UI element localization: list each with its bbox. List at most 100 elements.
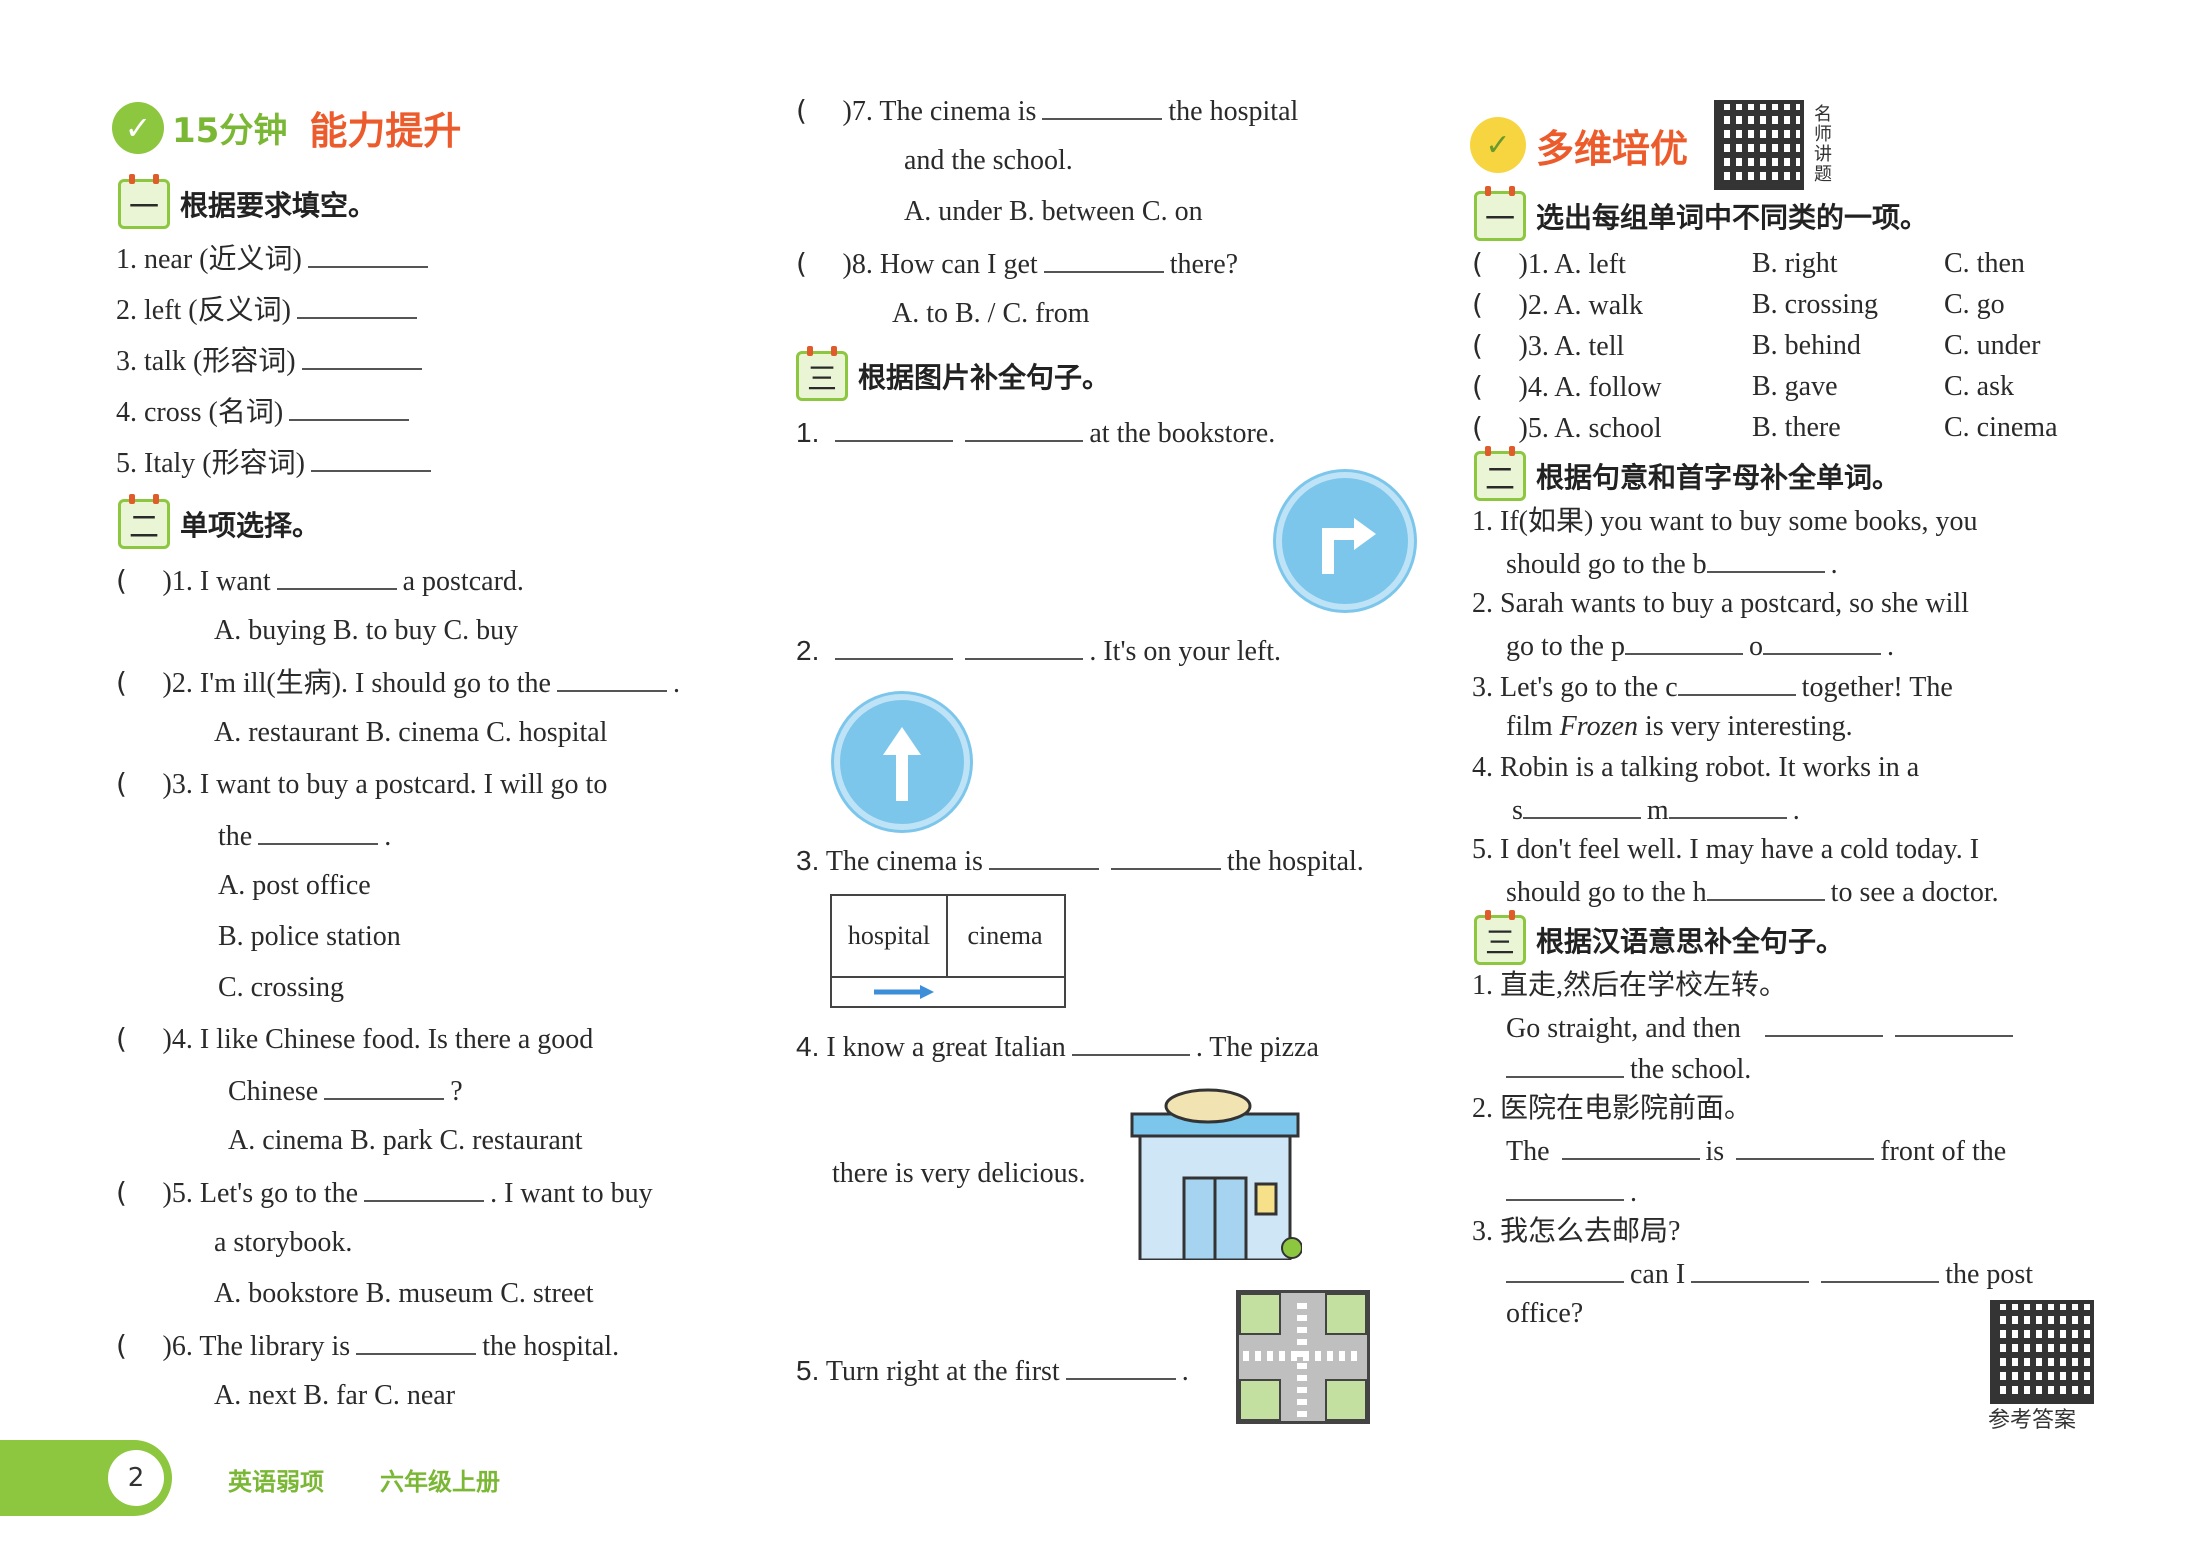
question-3-option-c: C. crossing xyxy=(218,972,344,1003)
section-1-header: 一 根据要求填空。 xyxy=(118,174,376,230)
section-number-icon: 一 xyxy=(118,174,170,229)
fill-letter-3-cont: film Frozen is very interesting. xyxy=(1506,711,1853,742)
answer-blank[interactable] xyxy=(276,562,397,590)
translate-3-cont2: office? xyxy=(1506,1298,1584,1329)
answer-blank[interactable] xyxy=(307,240,428,268)
pizza-shop-illustration xyxy=(1130,1088,1302,1260)
answer-blank[interactable] xyxy=(1691,1255,1810,1283)
list-item: ( )2. A. walk xyxy=(1472,288,1643,321)
question-2-options: A. restaurant B. cinema C. hospital xyxy=(214,717,608,748)
brand-minutes: 15分钟 xyxy=(172,111,288,151)
answer-blank[interactable] xyxy=(1668,791,1787,819)
answer-blank[interactable] xyxy=(965,414,1084,442)
answer-blank[interactable] xyxy=(1506,1050,1624,1078)
section-number-icon: 二 xyxy=(1474,446,1526,501)
footer-subject: 英语弱项 xyxy=(228,1468,324,1496)
question-1-options: A. buying B. to buy C. buy xyxy=(214,615,519,646)
section-brand-right: ✓ 多维培优 名 师 讲 题 xyxy=(1470,100,1832,190)
go-straight-sign-icon xyxy=(834,694,970,830)
section-3-header: 三 根据图片补全句子。 xyxy=(796,346,1110,402)
page-number: 2 xyxy=(108,1450,164,1506)
option-c: C. go xyxy=(1944,289,2005,320)
question-7-options: A. under B. between C. on xyxy=(904,196,1203,227)
fill-item: 3. talk (形容词) xyxy=(116,342,428,380)
answer-blank[interactable] xyxy=(296,291,417,319)
question-3-cont: the. xyxy=(218,817,391,855)
answer-blank[interactable] xyxy=(1706,873,1825,901)
answer-blank[interactable] xyxy=(1763,627,1881,655)
answer-blank[interactable] xyxy=(965,632,1084,660)
answer-blank[interactable] xyxy=(1821,1255,1940,1283)
answer-blank[interactable] xyxy=(356,1327,477,1355)
list-item: ( )4. A. follow xyxy=(1472,370,1662,403)
answer-blank[interactable] xyxy=(835,414,954,442)
answer-blank[interactable] xyxy=(1071,1028,1190,1056)
answer-blank[interactable] xyxy=(364,1174,485,1202)
answer-blank[interactable] xyxy=(1043,245,1164,273)
picture-item-2: 2.. It's on your left. xyxy=(796,632,1281,670)
fill-letter-5: 5. I don't feel well. I may have a cold … xyxy=(1472,834,1980,865)
section-number-icon: 二 xyxy=(118,494,170,549)
picture-item-5: 5. Turn right at the first. xyxy=(796,1352,1189,1390)
answer-blank[interactable] xyxy=(1736,1132,1875,1160)
answer-blank[interactable] xyxy=(289,393,410,421)
turn-right-sign-icon xyxy=(1276,472,1414,610)
answer-blank[interactable] xyxy=(324,1072,445,1100)
option-c: C. under xyxy=(1944,330,2041,361)
answer-blank[interactable] xyxy=(1110,842,1221,870)
fill-item: 5. Italy (形容词) xyxy=(116,444,437,482)
fill-letter-1: 1. If(如果) you want to buy some books, yo… xyxy=(1472,506,1978,537)
option-b: B. right xyxy=(1752,248,1838,279)
answer-blank[interactable] xyxy=(1522,791,1641,819)
picture-item-1: 1.at the bookstore. xyxy=(796,414,1275,452)
question-5-options: A. bookstore B. museum C. street xyxy=(214,1278,594,1309)
translate-2: 2. 医院在电影院前面。 xyxy=(1472,1093,1753,1124)
answer-blank[interactable] xyxy=(1042,92,1163,120)
answer-blank[interactable] xyxy=(1677,668,1796,696)
qr-code-top[interactable] xyxy=(1714,100,1805,190)
qr-code-answers[interactable] xyxy=(1990,1300,2094,1404)
option-b: B. behind xyxy=(1752,330,1861,361)
answer-blank[interactable] xyxy=(1561,1132,1700,1160)
option-c: C. ask xyxy=(1944,371,2014,402)
section-number-icon: 三 xyxy=(796,346,848,401)
answer-blank[interactable] xyxy=(1625,627,1743,655)
fill-letter-1-cont: should go to the b. xyxy=(1506,545,1838,583)
section-number-icon: 一 xyxy=(1474,186,1526,241)
brand-title: 能力提升 xyxy=(309,109,462,153)
question-3-option-b: B. police station xyxy=(218,921,401,952)
answer-blank[interactable] xyxy=(1706,545,1825,573)
section-brand-left: ✓ 15分钟 能力提升 xyxy=(112,100,461,155)
question-2: ( )2. I'm ill(生病). I should go to the. xyxy=(116,664,680,699)
section-5-header: 二 根据句意和首字母补全单词。 xyxy=(1474,446,1900,502)
answer-blank[interactable] xyxy=(301,342,422,370)
answer-blank[interactable] xyxy=(1065,1352,1176,1380)
option-c: C. cinema xyxy=(1944,412,2058,443)
answer-blank[interactable] xyxy=(835,632,954,660)
option-c: C. then xyxy=(1944,248,2025,279)
answer-blank[interactable] xyxy=(1764,1009,1883,1037)
translate-1-cont2: the school. xyxy=(1506,1050,1751,1088)
answer-blank[interactable] xyxy=(258,817,379,845)
fill-item: 4. cross (名词) xyxy=(116,393,415,431)
section-6-header: 三 根据汉语意思补全句子。 xyxy=(1474,910,1844,966)
answer-blank[interactable] xyxy=(1506,1255,1624,1283)
question-4-options: A. cinema B. park C. restaurant xyxy=(228,1125,583,1156)
list-item: ( )5. A. school xyxy=(1472,411,1662,444)
answer-blank[interactable] xyxy=(1894,1009,2013,1037)
answer-blank[interactable] xyxy=(1506,1173,1624,1201)
fill-item: 1. near (近义词) xyxy=(116,240,434,278)
question-4-cont: Chinese? xyxy=(228,1072,463,1110)
option-b: B. crossing xyxy=(1752,289,1878,320)
answer-blank[interactable] xyxy=(988,842,1099,870)
answer-blank[interactable] xyxy=(310,444,431,472)
answer-blank[interactable] xyxy=(556,664,667,692)
question-8-options: A. to B. / C. from xyxy=(892,298,1090,329)
